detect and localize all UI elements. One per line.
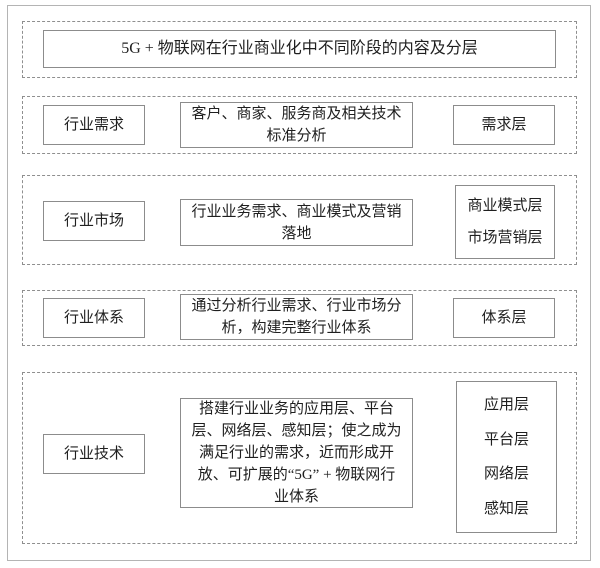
layer-box-market: 商业模式层 市场营销层 bbox=[455, 185, 555, 259]
layer-label-perception: 感知层 bbox=[483, 500, 529, 517]
outer-frame bbox=[7, 5, 591, 561]
content-box-technology: 搭建行业业务的应用层、平台层、网络层、感知层；使之成为满足行业的需求，近而形成开… bbox=[180, 398, 413, 508]
stage-box-demand: 行业需求 bbox=[43, 105, 145, 145]
layer-label-marketing: 市场营销层 bbox=[467, 229, 543, 246]
layer-label-application: 应用层 bbox=[483, 397, 529, 414]
content-box-system: 通过分析行业需求、行业市场分析，构建完整行业体系 bbox=[180, 294, 413, 340]
layer-label-platform: 平台层 bbox=[483, 431, 529, 448]
layer-box-system: 体系层 bbox=[453, 298, 555, 338]
layer-label-network: 网络层 bbox=[483, 466, 529, 483]
content-box-demand: 客户、商家、服务商及相关技术标准分析 bbox=[180, 102, 413, 148]
diagram-title: 5G + 物联网在行业商业化中不同阶段的内容及分层 bbox=[43, 30, 556, 68]
stage-box-technology: 行业技术 bbox=[43, 434, 145, 474]
layer-box-demand: 需求层 bbox=[453, 105, 555, 145]
layer-box-technology: 应用层 平台层 网络层 感知层 bbox=[456, 381, 557, 533]
layer-label-business-model: 商业模式层 bbox=[467, 198, 543, 215]
stage-box-system: 行业体系 bbox=[43, 298, 145, 338]
content-box-market: 行业业务需求、商业模式及营销落地 bbox=[180, 199, 413, 246]
stage-box-market: 行业市场 bbox=[43, 201, 145, 241]
